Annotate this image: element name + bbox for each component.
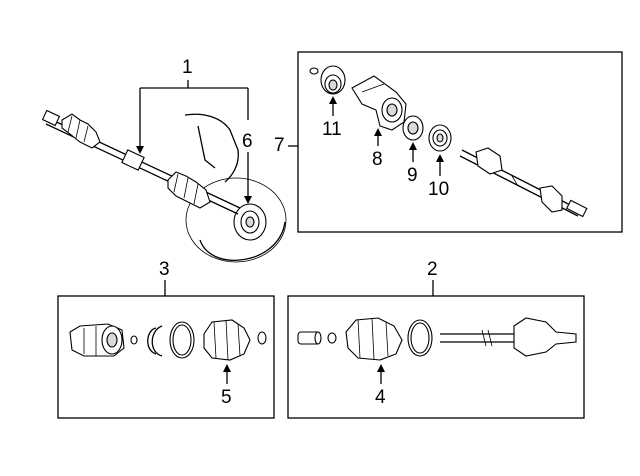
kit-7-box	[297, 51, 623, 233]
boot-4	[345, 317, 403, 361]
callout-8: 8	[372, 149, 383, 170]
callout-5: 5	[221, 387, 232, 408]
callout-10: 10	[428, 179, 450, 200]
ring-10	[428, 124, 452, 152]
callout-11: 11	[322, 119, 342, 140]
outer-cv-parts	[297, 331, 337, 345]
inner-cv-joint	[69, 323, 125, 357]
bracket-8	[351, 75, 407, 131]
callout-1-leader	[136, 80, 249, 154]
callout-1: 1	[182, 57, 193, 78]
seal-11	[320, 65, 346, 95]
kit-2-box	[287, 295, 585, 419]
bearing-9	[402, 115, 424, 141]
callout-2: 2	[427, 259, 438, 280]
callout-7: 7	[274, 135, 285, 156]
callout-3: 3	[159, 259, 170, 280]
knuckle-and-hub	[184, 113, 287, 263]
axle-shaft-assembly	[41, 109, 241, 215]
callout-9: 9	[407, 165, 418, 186]
kit-3-box	[57, 295, 275, 419]
outer-axle-shaft	[440, 317, 577, 357]
callout-6-leader	[244, 152, 252, 204]
boot-5	[203, 319, 251, 361]
callout-6: 6	[242, 131, 253, 152]
intermediate-shaft	[459, 147, 588, 218]
callout-4: 4	[375, 387, 386, 408]
dynamic-damper	[121, 149, 145, 171]
